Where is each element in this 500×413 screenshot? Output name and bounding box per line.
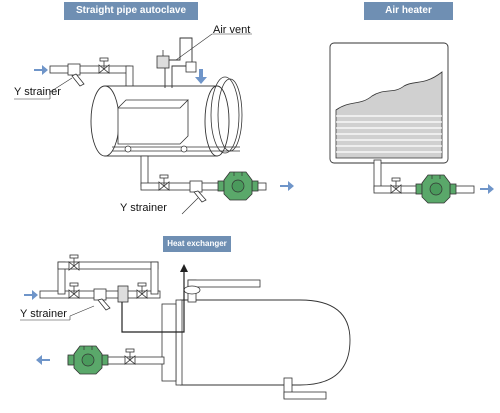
air-heater-title: Air heater <box>364 2 453 20</box>
steam-trap-2 <box>415 174 457 204</box>
y-strainer-2 <box>189 180 207 203</box>
inlet-arrow <box>34 65 48 75</box>
y-strainer-3 <box>93 288 111 311</box>
outlet-arrow-1 <box>280 181 294 191</box>
autoclave-section <box>14 33 294 215</box>
air-vent <box>156 50 170 69</box>
y-strainer-label-1: Y strainer <box>14 86 61 98</box>
heat-exchanger-title: Heat exchanger <box>163 236 231 252</box>
steam-trap-3 <box>67 345 109 375</box>
steam-trap-1 <box>217 171 259 201</box>
outlet-arrow-3 <box>36 355 50 365</box>
air-vent-label: Air vent <box>213 24 251 36</box>
y-strainer-label-2: Y strainer <box>120 202 167 214</box>
vent-arrow <box>195 69 207 84</box>
y-strainer-1 <box>67 63 85 87</box>
y-strainer-label-3: Y strainer <box>20 308 67 320</box>
inlet-arrow-hx <box>24 290 38 300</box>
air-heater-section <box>329 42 494 204</box>
heater-fins <box>335 71 443 159</box>
autoclave-title: Straight pipe autoclave <box>64 2 198 20</box>
heat-exchanger-section <box>20 254 351 400</box>
outlet-arrow-2 <box>480 184 494 194</box>
heat-exchanger-shell <box>161 299 351 386</box>
autoclave-vessel <box>90 76 243 157</box>
